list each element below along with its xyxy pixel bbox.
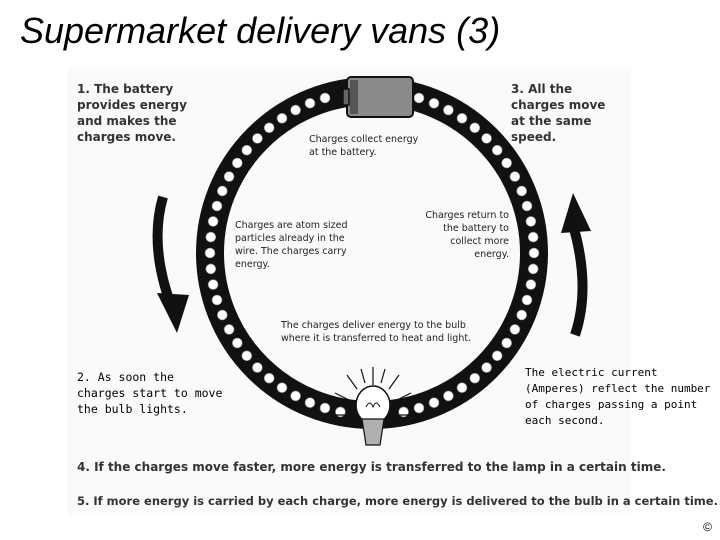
charge-dot: [290, 104, 301, 116]
note-step-5: 5. If more energy is carried by each cha…: [77, 494, 718, 508]
charge-dot: [207, 216, 219, 227]
battery-icon: [342, 76, 414, 118]
charge-dot: [501, 157, 513, 169]
charge-dot: [428, 97, 440, 109]
label-atom-charges: Charges are atom sized particles already…: [235, 219, 367, 271]
bulb-icon: [331, 367, 415, 446]
charge-dot: [204, 247, 216, 259]
charge-dot: [211, 200, 223, 212]
charge-dot: [521, 200, 533, 212]
charge-dot: [491, 144, 503, 156]
note-step-3: 3. All the charges move at the same spee…: [511, 82, 606, 144]
charge-dot: [528, 247, 540, 259]
charge-dot: [413, 92, 425, 104]
charge-dot: [205, 231, 217, 243]
charge-dot: [413, 402, 425, 414]
charge-dot: [525, 279, 537, 290]
charge-dot: [509, 324, 521, 335]
label-electric-current: The electric current (Amperes) reflect t…: [525, 366, 711, 427]
charge-dot: [527, 231, 539, 243]
charge-dot: [252, 133, 263, 144]
charge-dot: [319, 402, 331, 414]
charge-dot: [481, 362, 492, 373]
charge-dot: [469, 372, 481, 384]
charge-dot: [501, 337, 513, 349]
charge-dot: [481, 133, 492, 144]
charge-dot: [456, 382, 468, 394]
note-step-4: 4. If the charges move faster, more ener…: [77, 460, 666, 474]
charge-dot: [516, 185, 528, 197]
charge-dot: [304, 397, 316, 409]
charge-dot: [207, 279, 219, 290]
charge-dot: [241, 350, 253, 362]
charges-group: [204, 92, 540, 418]
charge-dot: [211, 294, 223, 306]
charge-dot: [276, 112, 288, 124]
charge-dot: [456, 112, 468, 124]
charge-dot: [290, 390, 301, 402]
charge-dot: [232, 337, 243, 349]
charge-dot: [443, 104, 454, 116]
copyright-mark: ©: [703, 520, 712, 534]
charge-dot: [319, 92, 331, 104]
charge-dot: [263, 372, 275, 384]
note-step-1: 1. The battery provides energy and makes…: [77, 82, 187, 144]
charge-dot: [223, 171, 235, 182]
arrow-down-icon: [152, 195, 189, 333]
charge-dot: [252, 362, 263, 373]
charge-dot: [217, 185, 228, 197]
charge-dot: [516, 309, 528, 321]
charge-dot: [263, 122, 275, 134]
charge-dot: [509, 171, 521, 182]
charge-dot: [241, 144, 253, 156]
slide-title: Supermarket delivery vans (3): [20, 10, 501, 51]
charge-dot: [232, 157, 243, 169]
charge-dot: [205, 263, 217, 275]
charge-dot: [304, 97, 316, 109]
charge-dot: [276, 382, 288, 394]
charge-dot: [521, 294, 533, 306]
charge-dot: [223, 324, 235, 335]
note-step-2: 2. As soon the charges start to move the…: [77, 370, 223, 416]
label-collect-energy: Charges collect energy at the battery.: [309, 133, 429, 159]
label-return-charges: Charges return to the battery to collect…: [415, 209, 509, 261]
label-deliver-energy: The charges deliver energy to the bulb w…: [281, 319, 481, 345]
charge-dot: [469, 122, 481, 134]
charge-dot: [217, 309, 228, 321]
arrow-up-icon: [561, 193, 591, 337]
diagram-panel: 1. The battery provides energy and makes…: [67, 67, 718, 515]
charge-dot: [527, 263, 539, 275]
charge-dot: [443, 390, 454, 402]
charge-dot: [428, 397, 440, 409]
circuit-diagram: [152, 76, 591, 446]
charge-dot: [525, 216, 537, 227]
charge-dot: [491, 350, 503, 362]
